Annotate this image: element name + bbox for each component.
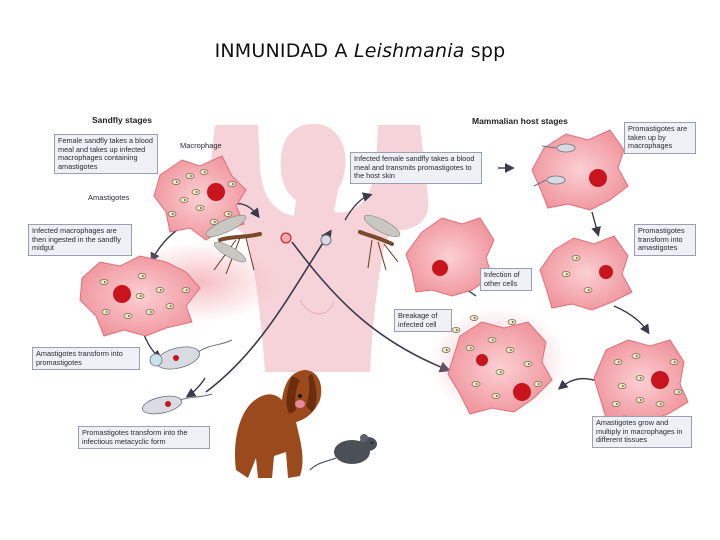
bite-site-right bbox=[320, 234, 332, 246]
callout-other-cells: Infection of other cells bbox=[480, 268, 532, 292]
label-amastigotes: Amastigotes bbox=[88, 193, 130, 202]
callout-grow-multiply: Amastigotes grow and multiply in macroph… bbox=[592, 416, 692, 448]
callout-sandfly-meal: Female sandfly takes a blood meal and ta… bbox=[54, 134, 158, 175]
dog-icon bbox=[234, 370, 322, 478]
arrow-skin-to-sandfly bbox=[205, 229, 332, 393]
callout-transmits: Infected female sandfly takes a blood me… bbox=[350, 152, 482, 184]
callout-taken-up: Promastigotes are taken up by macrophage… bbox=[624, 122, 696, 154]
human-body bbox=[206, 123, 429, 372]
macrophage-uptake bbox=[531, 129, 629, 211]
macrophage-transformed bbox=[539, 235, 633, 311]
callout-transform-promastigotes: Amastigotes transform into promastigotes bbox=[32, 347, 140, 371]
arrow-bite-to-host bbox=[291, 241, 451, 373]
macrophage-midgut bbox=[79, 242, 280, 337]
callout-ingested-midgut: Infected macrophages are then ingested i… bbox=[28, 224, 132, 256]
breaking-cell bbox=[428, 307, 568, 417]
mammalian-stages-heading: Mammalian host stages bbox=[472, 116, 568, 126]
sandfly-stages-heading: Sandfly stages bbox=[92, 115, 152, 125]
page-title: INMUNIDAD A Leishmania spp bbox=[214, 40, 506, 62]
label-macrophage: Macrophage bbox=[180, 141, 222, 150]
callout-breakage: Breakage of infected cell bbox=[394, 309, 452, 333]
infected-other-cell bbox=[405, 217, 495, 297]
rodent-icon bbox=[309, 434, 377, 471]
sandfly-right-icon bbox=[358, 214, 401, 271]
callout-metacyclic: Promastigotes transform into the infecti… bbox=[78, 426, 210, 450]
macrophage-multiplying bbox=[593, 339, 689, 423]
bite-site-left bbox=[280, 232, 292, 244]
sandfly-left-icon bbox=[205, 214, 262, 275]
promastigote-icon bbox=[149, 339, 233, 370]
callout-into-amastigotes: Promastigotes transform into amastigotes bbox=[634, 224, 696, 256]
macrophage-sandfly bbox=[153, 155, 247, 241]
metacyclic-promastigote-icon bbox=[141, 393, 213, 415]
